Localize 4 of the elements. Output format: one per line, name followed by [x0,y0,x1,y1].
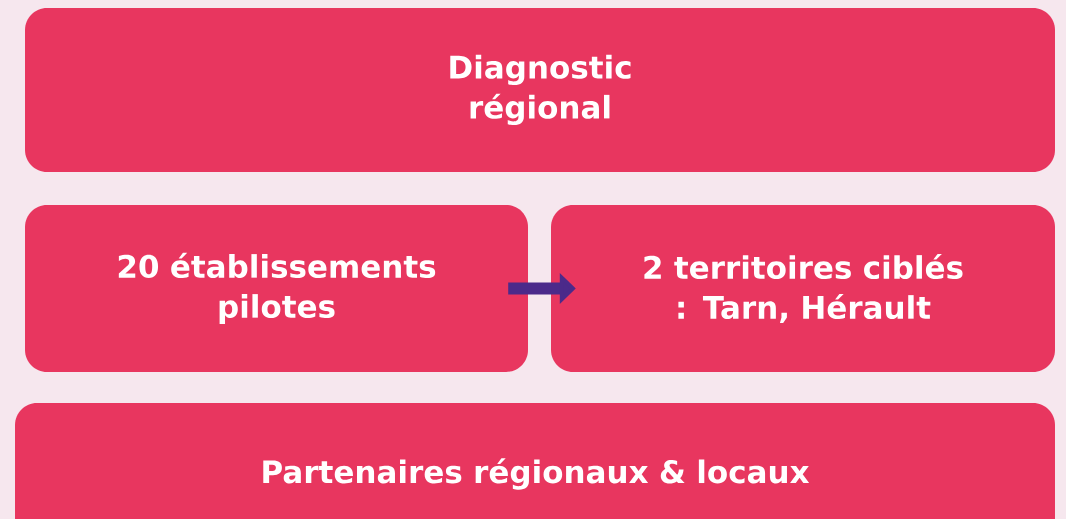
process-box: 2 territoires ciblés : Tarn, Hérault [551,205,1055,372]
process-box: Diagnostic régional [25,8,1055,172]
process-box: 20 établissements pilotes [25,205,528,372]
process-box: Partenaires régionaux & locaux [15,403,1055,519]
